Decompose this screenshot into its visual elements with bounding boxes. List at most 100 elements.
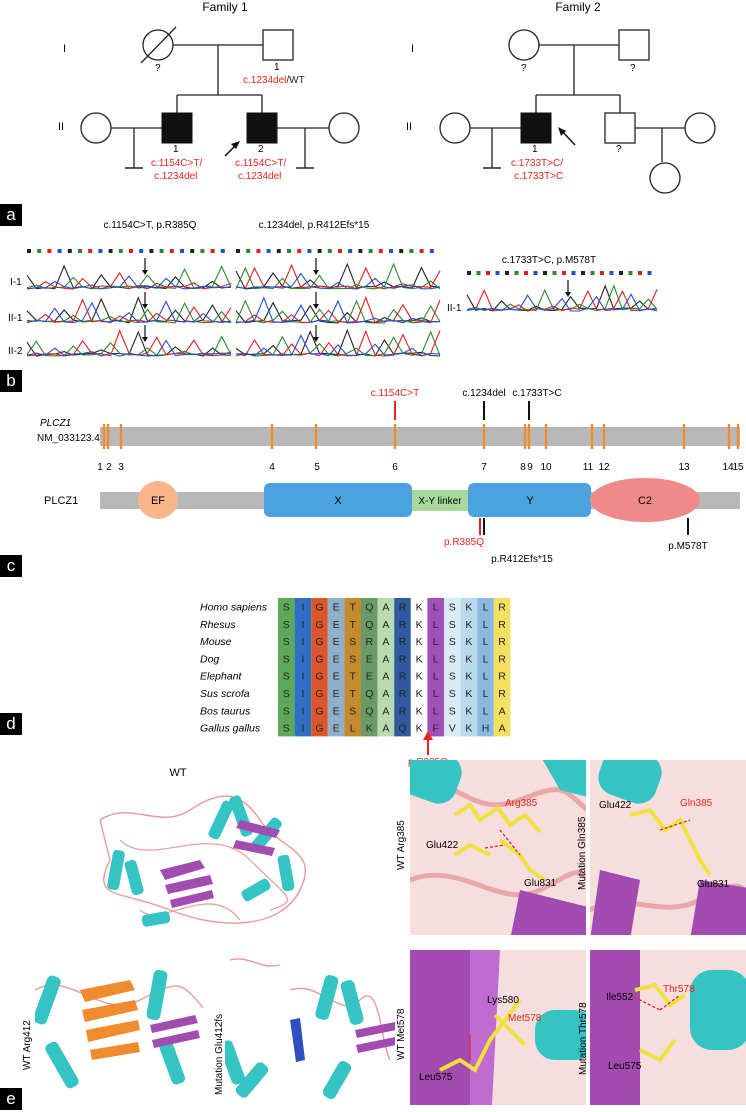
exon-mark <box>102 424 106 449</box>
exon-number: 1 <box>97 462 103 473</box>
alignment-residue: G <box>315 653 323 665</box>
f1-II2-num: 2 <box>258 144 264 155</box>
arg385-arg385: Arg385 <box>505 798 538 809</box>
base-call-tick <box>297 249 302 253</box>
base-call-tick <box>236 249 240 253</box>
base-call-tick <box>419 249 424 253</box>
alignment-residue: E <box>366 671 373 683</box>
alignment-residue: I <box>301 636 304 648</box>
alignment-residue: L <box>483 688 489 700</box>
panel-letter-c: c <box>0 555 22 577</box>
gene-bar <box>100 427 740 446</box>
base-call-tick <box>266 249 271 253</box>
variant-label-1154: c.1154C>T <box>371 388 419 399</box>
alignment-residue: G <box>315 602 323 614</box>
alignment-residue: R <box>498 688 506 700</box>
alignment-residue: K <box>416 636 423 648</box>
alignment-residue: R <box>498 671 506 683</box>
alignment-residue: L <box>483 671 489 683</box>
base-call-tick <box>348 249 353 253</box>
alignment-residue: S <box>283 723 290 735</box>
base-call-tick <box>307 249 312 253</box>
alignment-residue: K <box>416 688 423 700</box>
species-name: Dog <box>200 653 219 665</box>
gene-structure-panel: c.1154C>T c.1234del c.1733T>C PLCZ1 NM_0… <box>37 388 744 565</box>
base-call-tick <box>378 249 383 253</box>
alignment-residue: E <box>366 653 373 665</box>
alignment-residue: K <box>465 602 472 614</box>
exon-number: 12 <box>598 462 610 473</box>
alignment-residue: A <box>382 723 389 735</box>
base-call-tick <box>476 271 481 275</box>
alignment-residue: E <box>333 636 340 648</box>
alignment-residue: E <box>333 653 340 665</box>
f2-gen-I: I <box>411 43 414 55</box>
alignment-residue: K <box>416 653 423 665</box>
chromatogram-trace <box>26 271 232 290</box>
alignment-residue: E <box>333 688 340 700</box>
variant-label-1234: c.1234del <box>462 388 505 399</box>
mut-gln385-view <box>590 760 746 935</box>
exon-number: 14 <box>722 462 734 473</box>
trace1-title: c.1154C>T, p.R385Q <box>104 220 197 231</box>
species-name: Gallus gallus <box>200 723 261 735</box>
alignment-residue: R <box>498 619 506 631</box>
base-call-tick <box>149 249 154 253</box>
row-label-II1: II-1 <box>8 313 23 324</box>
alignment-residue: L <box>433 636 439 648</box>
chromatogram-panel: c.1154C>T, p.R385Q c.1234del, p.R412Efs*… <box>8 220 658 357</box>
base-call-tick <box>129 249 133 253</box>
base-call-tick <box>118 249 123 253</box>
panel-letter-b: b <box>0 370 22 392</box>
alignment-residue: T <box>349 602 356 614</box>
alignment-residue: K <box>465 619 472 631</box>
chromatogram-trace <box>235 295 441 324</box>
base-call-tick <box>486 271 490 275</box>
wt-met578-view <box>410 950 586 1105</box>
alignment-residue: R <box>399 688 407 700</box>
alignment-residue: G <box>315 671 323 683</box>
base-call-tick <box>327 249 332 253</box>
chromatogram-trace <box>235 272 441 290</box>
base-call-tick <box>78 249 82 253</box>
alignment-residue: F <box>432 723 438 735</box>
alignment-column <box>377 598 395 737</box>
f2-II-spouse <box>439 112 471 144</box>
exon-mark <box>590 424 594 449</box>
chromatogram-trace <box>235 262 441 290</box>
f2-I2-male <box>618 29 650 61</box>
base-call-tick <box>600 271 604 275</box>
panel-letter-e: e <box>0 1088 22 1110</box>
alignment-residue: S <box>449 671 456 683</box>
alignment-residue: I <box>301 619 304 631</box>
mut-thr578-view <box>590 950 746 1105</box>
chromatogram-trace <box>26 329 232 357</box>
chromatogram-trace <box>26 265 232 290</box>
chromatogram-trace <box>235 330 441 357</box>
alignment-residue: T <box>349 671 356 683</box>
alignment-residue: S <box>449 636 456 648</box>
domain-linker <box>412 490 468 511</box>
alignment-residue: A <box>382 705 389 717</box>
alignment-residue: L <box>433 688 439 700</box>
base-call-tick <box>276 249 281 253</box>
gln385-glu422: Glu422 <box>599 800 632 811</box>
alignment-residue: T <box>349 619 356 631</box>
f2-II1-affected-male <box>520 112 552 144</box>
alignment-residue: S <box>283 653 290 665</box>
f2-I1-label: ? <box>521 63 527 74</box>
base-call-tick <box>108 249 113 253</box>
base-call-tick <box>389 249 393 253</box>
alignment-residue: K <box>465 723 472 735</box>
alignment-column <box>460 598 478 737</box>
alignment-residue: S <box>449 602 456 614</box>
chromatogram-trace <box>26 296 232 324</box>
exon-number: 4 <box>269 462 275 473</box>
exon-mark <box>682 424 686 449</box>
alignment-residue: S <box>349 653 356 665</box>
f1-I1-label: ? <box>155 63 161 74</box>
alignment-residue: R <box>399 671 407 683</box>
exon-number: 2 <box>106 462 112 473</box>
chromatogram-trace <box>26 275 231 290</box>
